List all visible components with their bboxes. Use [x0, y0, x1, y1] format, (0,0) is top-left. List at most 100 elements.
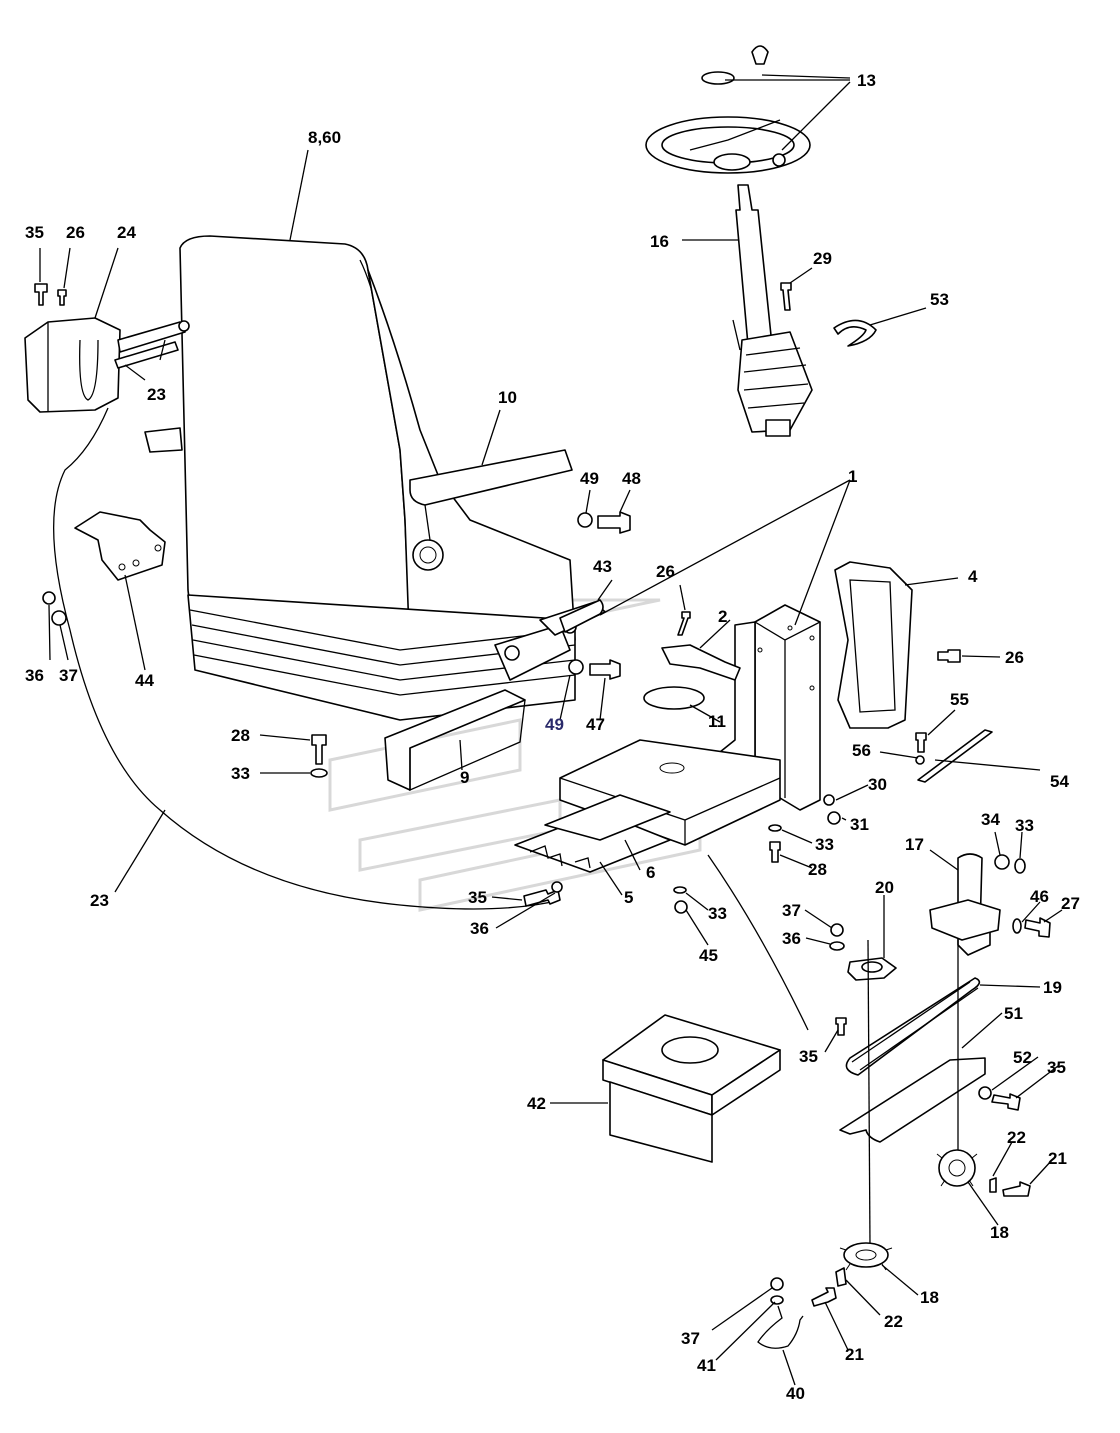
callout-18-a: 18: [990, 1223, 1009, 1242]
callout-36-a: 36: [25, 666, 44, 685]
callout-26-a: 26: [66, 223, 85, 242]
bolt-28-b: [769, 841, 781, 863]
bolt-26-b: [677, 611, 691, 636]
bolt-21-a: [1002, 1181, 1031, 1197]
callout-28-b: 28: [808, 860, 827, 879]
callout-36-c: 36: [782, 929, 801, 948]
washer-49-a: [577, 512, 593, 528]
bar-54: [917, 729, 993, 783]
shaft-43: [559, 599, 604, 633]
washer-33-e: [1014, 858, 1026, 874]
callout-8-60: 8,60: [308, 128, 341, 147]
washer-36-a: [42, 591, 56, 605]
washer-36-b: [551, 881, 563, 893]
bolt-55: [915, 732, 927, 753]
bolt-47: [589, 659, 621, 680]
callout-35-b: 35: [468, 888, 487, 907]
callout-53: 53: [930, 290, 949, 309]
callout-26-b: 26: [656, 562, 675, 581]
callout-36-b: 36: [470, 919, 489, 938]
nut-37-a: [51, 610, 67, 626]
washer-33-b: [673, 886, 687, 894]
callout-34: 34: [981, 810, 1000, 829]
callout-49-b: 49: [545, 715, 564, 734]
callout-33-c: 33: [815, 835, 834, 854]
spring-clip-40: [757, 1305, 804, 1349]
bolt-29: [780, 282, 792, 311]
callout-35-c: 35: [799, 1047, 818, 1066]
nut-31: [827, 811, 841, 825]
callout-17: 17: [905, 835, 924, 854]
washer-36-c: [829, 941, 845, 951]
callout-42: 42: [527, 1094, 546, 1113]
bolt-26-c: [937, 649, 961, 663]
callout-4: 4: [968, 567, 978, 586]
washer-46: [1012, 918, 1022, 934]
callout-26-c: 26: [1005, 648, 1024, 667]
callout-55: 55: [950, 690, 969, 709]
callout-11: 11: [708, 712, 726, 731]
callout-19: 19: [1043, 978, 1062, 997]
control-rod: [707, 854, 809, 1031]
nut-37-b: [830, 923, 844, 937]
plate-11: [643, 686, 705, 710]
cover-4: [834, 561, 913, 729]
callout-41: 41: [697, 1356, 716, 1375]
callout-46: 46: [1030, 887, 1049, 906]
bolt-35-c: [835, 1017, 847, 1036]
key-22-a: [989, 1177, 997, 1193]
callout-22-b: 22: [884, 1312, 903, 1331]
bolt-21-b: [811, 1287, 837, 1307]
callout-33-d: 33: [708, 904, 727, 923]
washer-33-a: [310, 768, 328, 778]
bolt-26-a: [57, 289, 67, 306]
callout-2: 2: [718, 607, 727, 626]
callout-56: 56: [852, 741, 871, 760]
callout-18-b: 18: [920, 1288, 939, 1307]
callout-49-a: 49: [580, 469, 599, 488]
callout-24: 24: [117, 223, 136, 242]
steering-column: [732, 184, 813, 437]
chain-19: [845, 977, 981, 1076]
bolt-27: [1024, 917, 1051, 938]
callout-10: 10: [498, 388, 517, 407]
clip-53: [833, 319, 877, 347]
spacer-34: [994, 854, 1010, 870]
leader-lines: [39, 74, 1063, 1386]
callout-37-c: 37: [681, 1329, 700, 1348]
callout-33-a: 33: [231, 764, 250, 783]
callout-44: 44: [135, 671, 154, 690]
callout-labels: 13 8,60 16 29 53 35 26 24 23 10 49 48 1 …: [25, 71, 1080, 1403]
washer-52: [978, 1086, 992, 1100]
bolt-28-a: [311, 734, 327, 765]
cover-42: [602, 1014, 781, 1163]
callout-45: 45: [699, 946, 718, 965]
washer-33-c: [768, 824, 782, 832]
callout-48: 48: [622, 469, 641, 488]
callout-54: 54: [1050, 772, 1069, 791]
callout-31: 31: [850, 815, 869, 834]
washer-56: [915, 755, 925, 765]
washer-30: [823, 794, 835, 806]
callout-28-a: 28: [231, 726, 250, 745]
callout-23-a: 23: [147, 385, 166, 404]
callout-52: 52: [1013, 1048, 1032, 1067]
seat: [144, 235, 606, 721]
bolt-35-a: [34, 283, 48, 306]
steering-wheel: [645, 45, 811, 174]
callout-29: 29: [813, 249, 832, 268]
key-22-b: [835, 1267, 847, 1287]
callout-47: 47: [586, 715, 605, 734]
bolt-35-b: [523, 889, 561, 907]
nut-45: [674, 900, 688, 914]
callout-6: 6: [646, 863, 655, 882]
washer-41: [770, 1295, 784, 1305]
callout-40: 40: [786, 1384, 805, 1403]
callout-21-b: 21: [845, 1345, 864, 1364]
callout-35-d: 35: [1047, 1058, 1066, 1077]
bracket-44: [74, 511, 166, 581]
callout-51: 51: [1004, 1004, 1023, 1023]
callout-20: 20: [875, 878, 894, 897]
callout-23-b: 23: [90, 891, 109, 910]
